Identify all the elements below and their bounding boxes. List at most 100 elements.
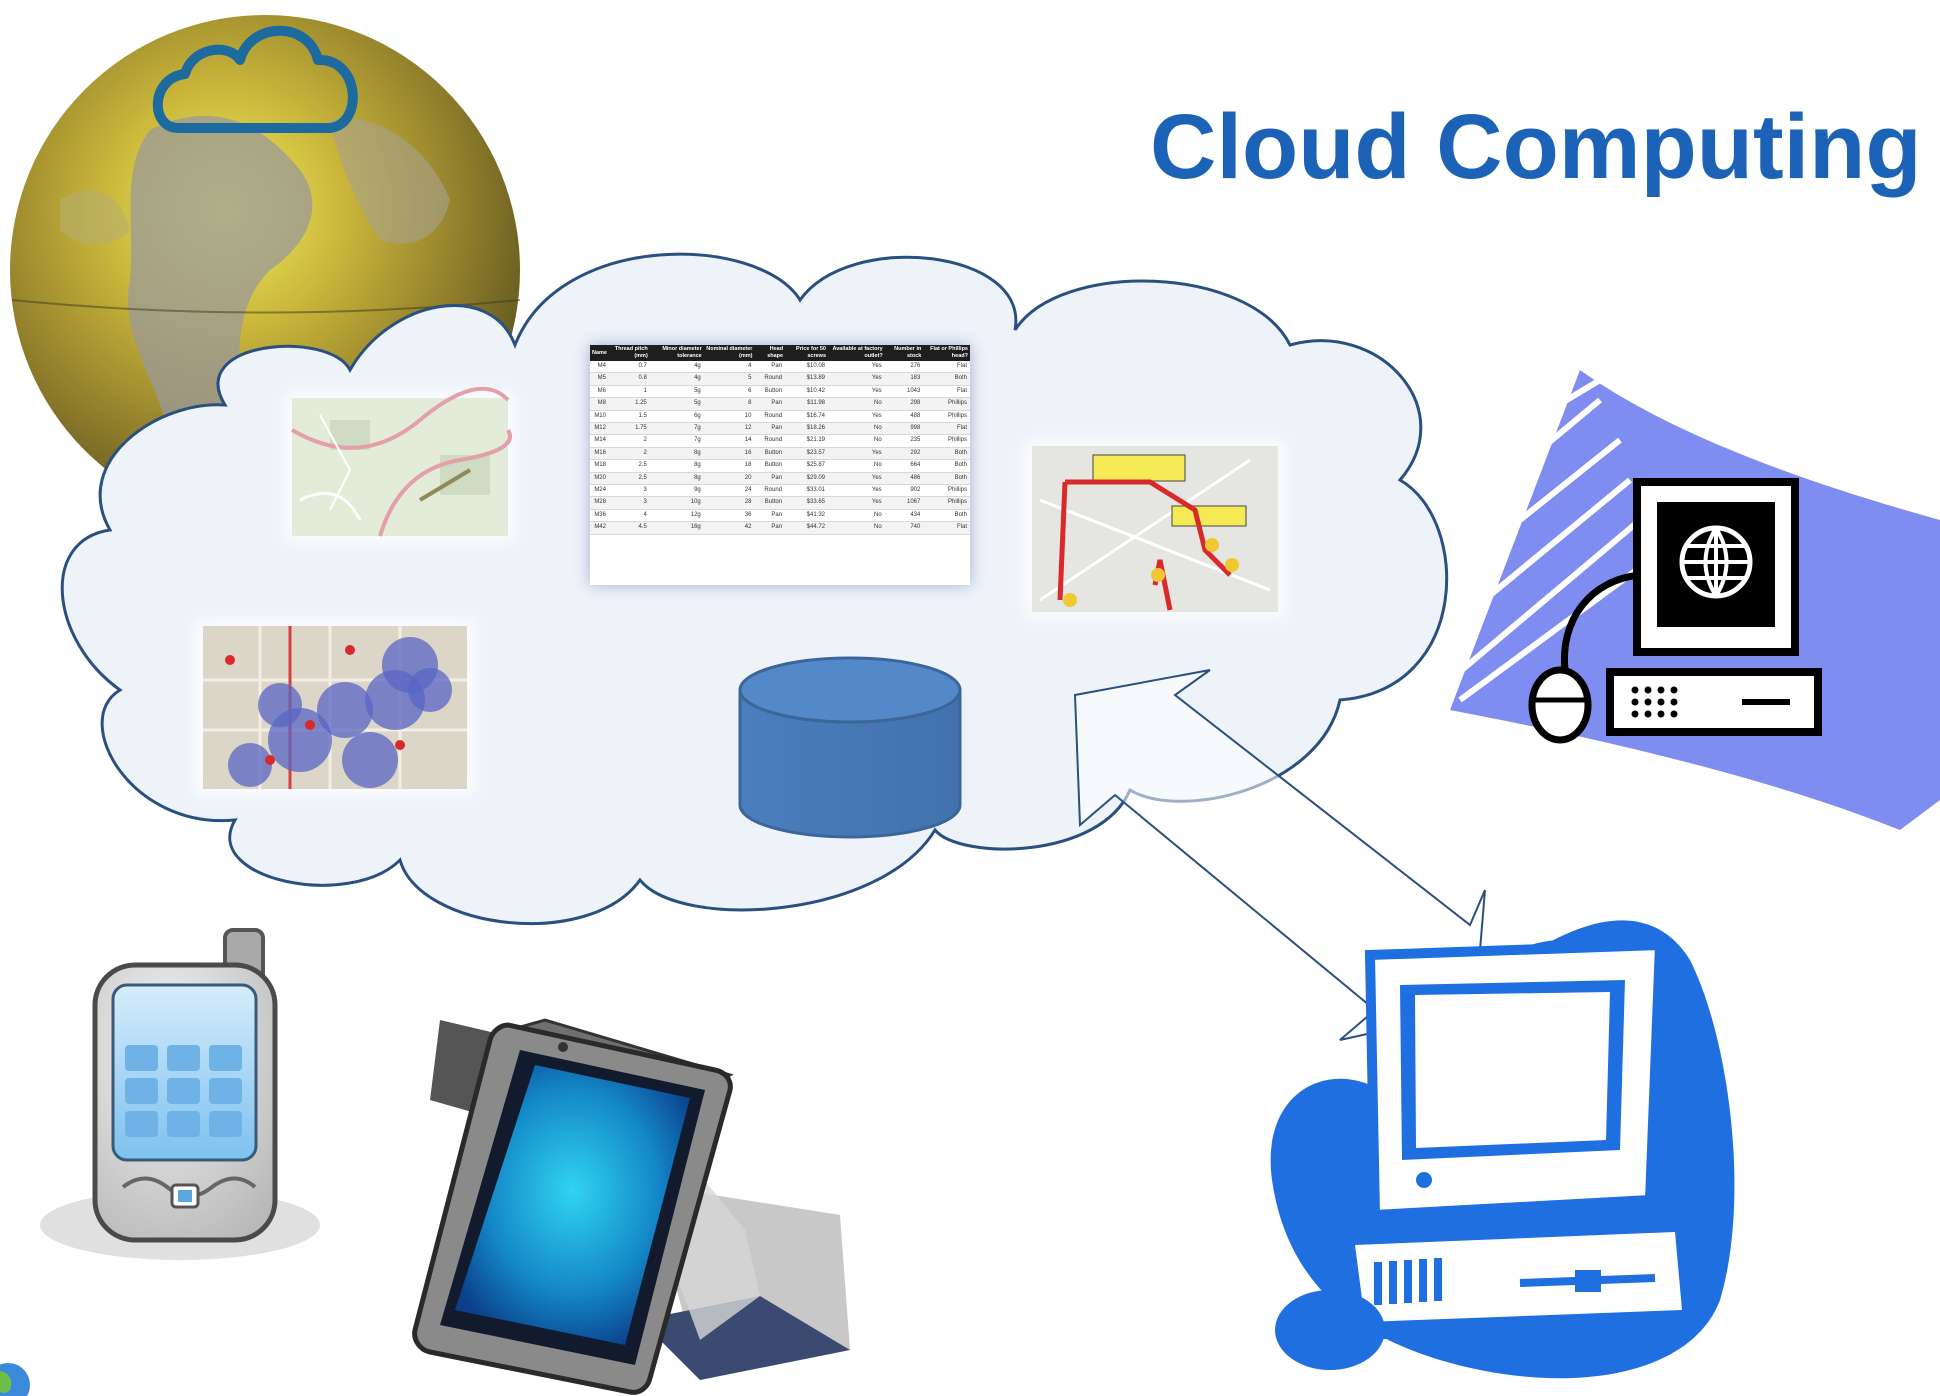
table-cell: 1.25 [608,397,650,411]
table-cell: 298 [884,397,924,411]
table-cell: 42 [703,521,755,535]
table-cell: Round [754,434,786,448]
table-cell: 4g [649,372,704,386]
table-cell: 488 [884,410,924,424]
table-cell: M18 [590,459,609,473]
table-cell: Round [754,484,786,498]
table-cell: 24 [703,484,755,498]
table-cell: 4.5 [608,521,650,535]
table-cell: M4 [590,361,609,374]
table-cell: 3 [608,484,650,498]
table-cell: 16g [649,521,704,535]
table-cell: Button [754,496,786,510]
table-cell: 0.7 [608,361,650,374]
table-cell: No [828,422,885,436]
table-header-cell: Minor diameter tolerance [649,345,704,361]
table-cell: $21.19 [785,434,828,448]
table-cell: Flat [923,385,970,399]
table-header-cell: Price for 50 screws [785,345,828,361]
table-cell: Flat [923,422,970,436]
table-cell: 1043 [884,385,924,399]
table-cell: M6 [590,385,609,399]
table-cell: Yes [828,385,885,399]
table-cell: $18.26 [785,422,828,436]
table-cell: 276 [884,361,924,374]
table-cell: Yes [828,447,885,461]
table-cell: $13.89 [785,372,828,386]
table-header-cell: Number in stock [884,345,924,361]
table-cell: Pan [754,361,786,374]
table-cell: $25.87 [785,459,828,473]
table-cell: 5g [649,385,704,399]
map-thumbnail [285,386,515,542]
table-cell: Both [923,472,970,486]
table-cell: Button [754,385,786,399]
table-header-cell: Name [590,345,609,361]
table-cell: Phillips [923,496,970,510]
table-cell: M10 [590,410,609,424]
table-cell: 6 [703,385,755,399]
table-cell: 1.75 [608,422,650,436]
table-cell: 235 [884,434,924,448]
table-cell: 8g [649,447,704,461]
table-cell: 36 [703,509,755,523]
table-cell: 20 [703,472,755,486]
table-cell: Yes [828,472,885,486]
table-header-cell: Flat or Phillips head? [923,345,970,361]
table-cell: 902 [884,484,924,498]
page-title: Cloud Computing [1150,96,1922,198]
table-cell: Pan [754,472,786,486]
table-cell: 4 [703,361,755,374]
table-cell: Both [923,447,970,461]
table-cell: $44.72 [785,521,828,535]
table-cell: 434 [884,509,924,523]
small-globe-icon [0,1363,30,1396]
table-cell: Both [923,509,970,523]
table-cell: M14 [590,434,609,448]
table-header-cell: Thread pitch (mm) [608,345,650,361]
table-cell: 18 [703,459,755,473]
table-cell: 740 [884,521,924,535]
table-cell: M20 [590,472,609,486]
table-cell: 2 [608,447,650,461]
table-cell: No [828,521,885,535]
table-cell: M28 [590,496,609,510]
table-cell: 8g [649,459,704,473]
table-cell: M24 [590,484,609,498]
table-cell: 2.5 [608,459,650,473]
table-cell: 9g [649,484,704,498]
table-cell: Yes [828,410,885,424]
table-cell: $29.09 [785,472,828,486]
table-cell: 8 [703,397,755,411]
table-cell: Round [754,410,786,424]
table-cell: $10.42 [785,385,828,399]
table-cell: Yes [828,496,885,510]
table-cell: 7g [649,434,704,448]
table-cell: No [828,509,885,523]
table-cell: 0.8 [608,372,650,386]
table-cell: M42 [590,521,609,535]
table-cell: Pan [754,509,786,523]
table-cell: No [828,397,885,411]
table-cell: 6g [649,410,704,424]
table-cell: Phillips [923,397,970,411]
table-cell: M5 [590,372,609,386]
table-cell: M16 [590,447,609,461]
table-cell: 5g [649,397,704,411]
table-cell: 8g [649,472,704,486]
table-cell: 2 [608,434,650,448]
table-cell: 3 [608,496,650,510]
table-cell: 4g [649,361,704,374]
table-cell: $41.32 [785,509,828,523]
table-cell: Phillips [923,410,970,424]
table-cell: 1.5 [608,410,650,424]
